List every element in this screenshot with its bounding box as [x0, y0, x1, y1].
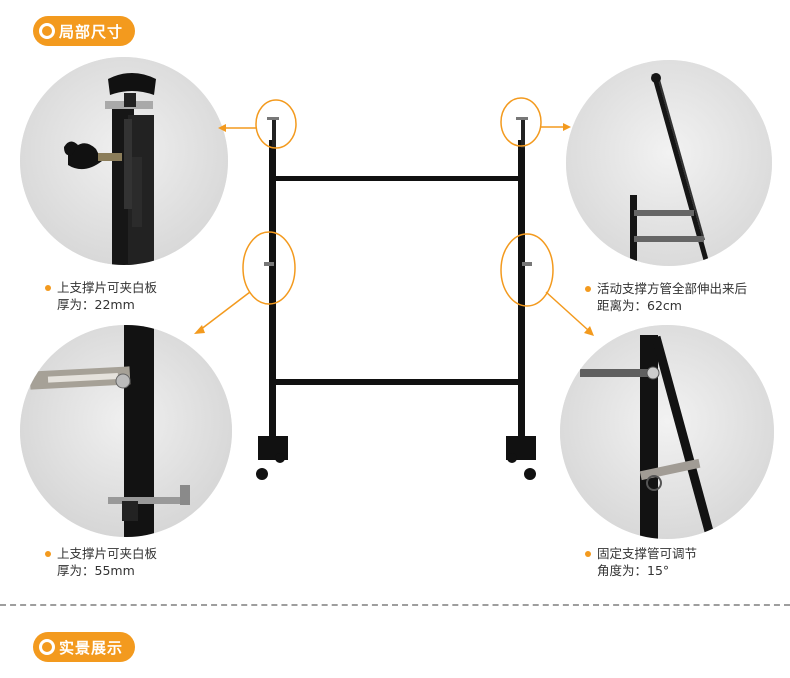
section-title: 局部尺寸 — [59, 22, 124, 41]
section-badge-real-scene: 实景展示 — [33, 632, 136, 662]
circle-icon — [39, 639, 55, 655]
caption-bottom-left: 上支撑片可夹白板 厚为：55mm — [45, 545, 157, 579]
caption-line2: 厚为：55mm — [57, 563, 135, 578]
photo-extended-tube — [566, 60, 772, 266]
photo-top-clamp-detail — [20, 57, 228, 265]
photo-lower-clamp-detail — [20, 325, 232, 537]
caption-bottom-right: 固定支撑管可调节 角度为：15° — [585, 545, 697, 579]
bullet-icon — [585, 285, 591, 292]
caption-line2: 距离为：62cm — [597, 298, 682, 313]
bullet-icon — [45, 550, 51, 557]
caption-line1: 固定支撑管可调节 — [597, 546, 698, 561]
section-title: 实景展示 — [59, 638, 124, 657]
caption-line2: 厚为：22mm — [57, 297, 135, 312]
caption-line2: 角度为：15° — [597, 563, 670, 578]
caption-top-right: 活动支撑方管全部伸出来后 距离为：62cm — [585, 280, 747, 314]
caption-line1: 上支撑片可夹白板 — [57, 546, 158, 561]
caption-line1: 活动支撑方管全部伸出来后 — [597, 281, 748, 296]
circle-icon — [39, 23, 55, 39]
bullet-icon — [45, 284, 51, 291]
caption-top-left: 上支撑片可夹白板 厚为：22mm — [45, 279, 157, 313]
section-divider — [0, 604, 790, 606]
caption-line1: 上支撑片可夹白板 — [57, 280, 158, 295]
section-badge-local-size: 局部尺寸 — [33, 16, 136, 46]
photo-angle-adjuster — [560, 325, 774, 539]
bullet-icon — [585, 550, 591, 557]
